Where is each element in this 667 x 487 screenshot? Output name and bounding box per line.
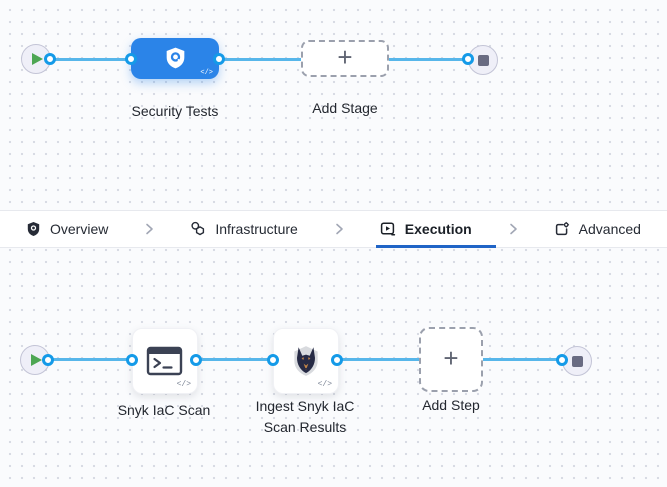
play-icon bbox=[31, 354, 42, 366]
stage-start-node bbox=[21, 44, 51, 74]
snyk-dog-icon bbox=[294, 346, 318, 376]
chevron-right-icon bbox=[333, 222, 345, 236]
plus-icon: + bbox=[337, 42, 353, 72]
connector-dot[interactable] bbox=[125, 53, 137, 65]
add-stage-label: Add Stage bbox=[312, 100, 378, 116]
add-step-button[interactable]: + bbox=[419, 327, 483, 392]
tab-label: Execution bbox=[404, 221, 472, 237]
connector-dot[interactable] bbox=[190, 354, 202, 366]
card-gear-icon bbox=[555, 221, 569, 236]
stage-label: Security Tests bbox=[131, 103, 219, 119]
chevron-right-icon bbox=[143, 222, 155, 236]
stop-icon bbox=[477, 54, 489, 66]
code-badge-icon: </> bbox=[200, 69, 213, 77]
tab-label: Infrastructure bbox=[215, 221, 298, 237]
play-icon bbox=[32, 53, 43, 65]
connector-dot[interactable] bbox=[462, 53, 474, 65]
step-label: Ingest Snyk IaC Scan Results bbox=[255, 398, 355, 435]
shield-icon bbox=[27, 222, 40, 236]
step-node-snyk-iac-scan[interactable]: </> bbox=[132, 328, 198, 394]
play-square-icon bbox=[380, 222, 395, 236]
tab-label: Overview bbox=[50, 221, 109, 237]
connector-dot[interactable] bbox=[267, 354, 279, 366]
step-label: Snyk IaC Scan bbox=[117, 402, 211, 418]
connector-dot[interactable] bbox=[556, 354, 568, 366]
tab-overview[interactable]: Overview bbox=[26, 211, 108, 247]
stop-icon bbox=[571, 355, 583, 367]
terminal-icon bbox=[146, 346, 183, 376]
shield-gear-icon bbox=[166, 47, 184, 69]
connector-dot[interactable] bbox=[331, 354, 343, 366]
connector-dot[interactable] bbox=[42, 354, 54, 366]
stage-tab-bar: Overview Infrastructure Execution Advanc… bbox=[0, 210, 667, 248]
stage-connector-line bbox=[50, 58, 468, 61]
tab-label: Advanced bbox=[578, 221, 641, 237]
hexagon-nodes-icon bbox=[191, 221, 205, 236]
code-badge-icon: </> bbox=[176, 380, 191, 389]
connector-dot[interactable] bbox=[126, 354, 138, 366]
tab-advanced[interactable]: Advanced bbox=[554, 211, 641, 247]
plus-icon: + bbox=[443, 343, 459, 373]
step-node-ingest-snyk-results[interactable]: </> bbox=[273, 328, 339, 394]
tab-infrastructure[interactable]: Infrastructure bbox=[190, 211, 298, 247]
tab-execution[interactable]: Execution bbox=[375, 211, 496, 248]
add-stage-button[interactable]: + bbox=[301, 40, 389, 77]
code-badge-icon: </> bbox=[317, 380, 332, 389]
chevron-right-icon bbox=[507, 222, 519, 236]
connector-dot[interactable] bbox=[44, 53, 56, 65]
connector-dot[interactable] bbox=[213, 53, 225, 65]
add-step-label: Add Step bbox=[422, 397, 480, 413]
stage-node-security-tests[interactable]: </> bbox=[131, 38, 219, 79]
